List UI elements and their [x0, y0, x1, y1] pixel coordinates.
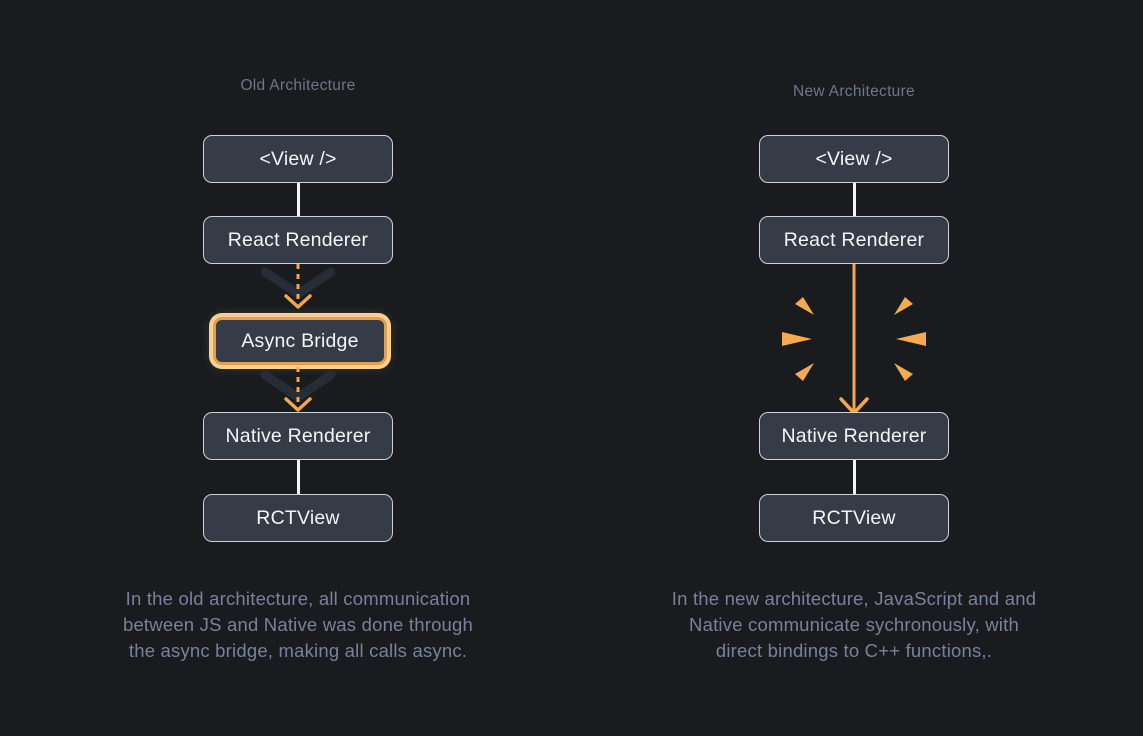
old-architecture-title: Old Architecture	[240, 77, 356, 94]
new-connector-view-react	[852, 183, 856, 216]
old-view-node: <View />	[203, 135, 393, 183]
old-native-renderer-node: Native Renderer	[203, 412, 393, 460]
new-architecture-caption: In the new architecture, JavaScript and …	[671, 588, 1037, 661]
new-view-node: <View />	[759, 135, 949, 183]
new-rctview-node: RCTView	[759, 494, 949, 542]
new-react-renderer-node: React Renderer	[759, 216, 949, 264]
new-native-renderer-node: Native Renderer	[759, 412, 949, 460]
old-connector-view-react	[296, 183, 300, 216]
sync-burst-left-icon	[782, 297, 814, 381]
dashed-arrow-down-icon	[260, 367, 336, 412]
sync-burst-right-icon	[894, 297, 926, 381]
sync-burst-icon	[782, 297, 926, 381]
old-react-renderer-node: React Renderer	[203, 216, 393, 264]
old-connector-native-rct	[296, 460, 300, 494]
new-connector-native-rct	[852, 460, 856, 494]
old-architecture-caption: In the old architecture, all communicati…	[122, 588, 474, 661]
new-architecture-title: New Architecture	[793, 83, 915, 100]
old-rctview-node: RCTView	[203, 494, 393, 542]
dashed-arrow-down-icon	[260, 264, 336, 309]
old-async-bridge-node: Async Bridge	[213, 317, 387, 365]
